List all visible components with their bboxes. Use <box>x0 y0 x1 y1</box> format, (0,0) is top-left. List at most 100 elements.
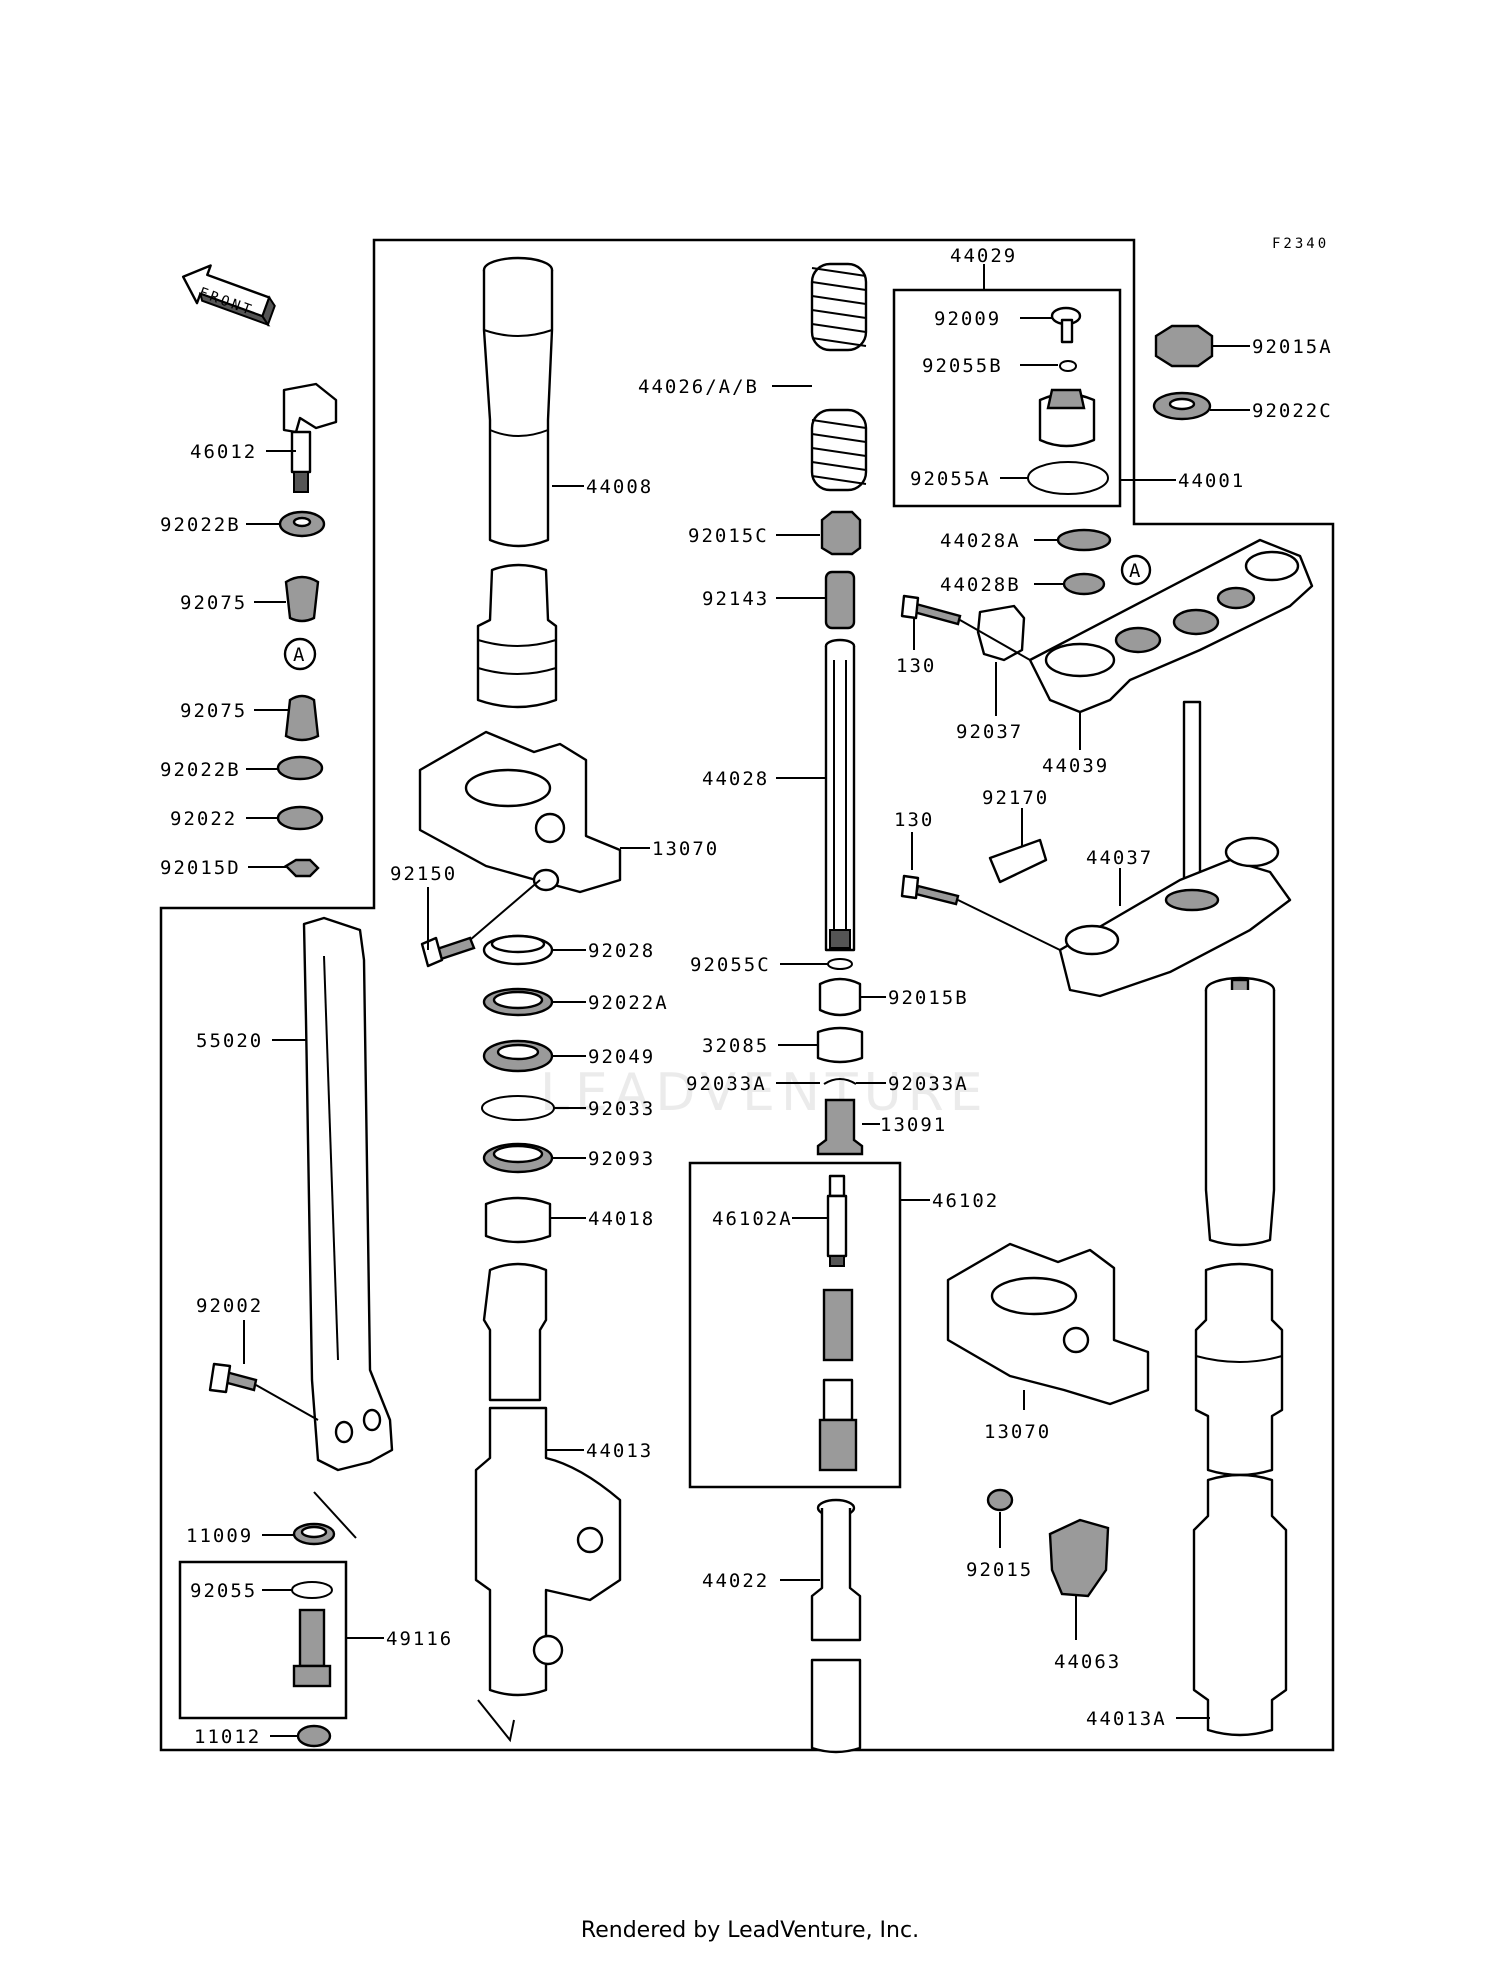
label-13070-upper: 13070 <box>652 838 719 860</box>
label-92033A-right: 92033A <box>888 1073 969 1095</box>
part-92022B-washer-2 <box>276 755 324 781</box>
label-92055: 92055 <box>190 1580 257 1602</box>
part-44018 <box>484 1196 552 1244</box>
label-92055B: 92055B <box>922 355 1003 377</box>
subassembly-49116-box <box>178 1560 348 1720</box>
part-11012-nut <box>296 1724 332 1748</box>
part-92055A-oring <box>1027 461 1109 495</box>
label-55020: 55020 <box>196 1030 263 1052</box>
part-44028A <box>1056 528 1112 552</box>
part-49116-valve <box>292 1608 332 1688</box>
label-92009: 92009 <box>934 308 1001 330</box>
part-92055B-oring <box>1059 360 1077 372</box>
label-92028: 92028 <box>588 940 655 962</box>
label-44026: 44026/A/B <box>638 376 759 398</box>
label-92033A-left: 92033A <box>686 1073 767 1095</box>
label-13070-lower: 13070 <box>984 1421 1051 1443</box>
label-46102A: 46102A <box>712 1208 793 1230</box>
label-92002: 92002 <box>196 1295 263 1317</box>
part-46102-valve <box>818 1288 858 1472</box>
label-92055C: 92055C <box>690 954 771 976</box>
figure-code: F2340 <box>1272 236 1329 252</box>
part-92170-bracket <box>988 838 1048 884</box>
label-44063: 44063 <box>1054 1651 1121 1673</box>
label-44013A: 44013A <box>1086 1708 1167 1730</box>
label-44037: 44037 <box>1086 847 1153 869</box>
part-13070-clamp-lower <box>946 1242 1150 1406</box>
part-92075-lower <box>284 694 320 742</box>
part-92022-washer <box>276 805 324 831</box>
label-130-upper: 130 <box>896 655 936 677</box>
label-92143: 92143 <box>702 588 769 610</box>
label-92015B: 92015B <box>888 987 969 1009</box>
subassembly-44029-box <box>892 288 1122 508</box>
part-44063-cap <box>1048 1518 1110 1598</box>
watermark-text: LEADVENTURE <box>540 1063 989 1123</box>
label-44028: 44028 <box>702 768 769 790</box>
part-92015D-nut <box>284 858 320 878</box>
label-44013: 44013 <box>586 1440 653 1462</box>
label-44039: 44039 <box>1042 755 1109 777</box>
label-92022B-lower: 92022B <box>160 759 241 781</box>
part-44022-cylinder <box>810 1498 862 1754</box>
label-92022: 92022 <box>170 808 237 830</box>
part-130-bolt-upper <box>900 594 962 626</box>
part-92015C-nut <box>820 510 862 556</box>
label-13091: 13091 <box>880 1114 947 1136</box>
label-92075-lower: 92075 <box>180 700 247 722</box>
label-44001: 44001 <box>1178 470 1245 492</box>
ref-a-left: A <box>293 644 306 666</box>
label-92037: 92037 <box>956 721 1023 743</box>
ref-a-right: A <box>1129 560 1142 582</box>
part-32085 <box>816 1026 864 1064</box>
label-32085: 32085 <box>702 1035 769 1057</box>
part-92015A-nut <box>1154 324 1214 368</box>
label-92075-upper: 92075 <box>180 592 247 614</box>
label-130-lower: 130 <box>894 809 934 831</box>
front-arrow-icon <box>181 264 276 327</box>
part-92002-bolt <box>208 1362 319 1421</box>
part-92037-bracket <box>976 604 1026 662</box>
subassembly-46102-box <box>688 1161 902 1489</box>
label-11012: 11012 <box>194 1726 261 1748</box>
label-44028B: 44028B <box>940 574 1021 596</box>
part-44008-tube <box>482 256 554 548</box>
part-130-bolt-lower <box>900 874 960 906</box>
label-92015D: 92015D <box>160 857 241 879</box>
part-55020-guard <box>302 916 394 1472</box>
label-92015: 92015 <box>966 1559 1033 1581</box>
part-92022B-washer <box>278 510 326 538</box>
label-92022B: 92022B <box>160 514 241 536</box>
part-44028-rod <box>824 638 856 952</box>
label-92150: 92150 <box>390 863 457 885</box>
part-44013A-fork-leg <box>1192 976 1288 1737</box>
label-49116: 49116 <box>386 1628 453 1650</box>
part-44013-slider <box>474 1262 622 1743</box>
label-44018: 44018 <box>588 1208 655 1230</box>
label-92033: 92033 <box>588 1098 655 1120</box>
part-92055-oring <box>291 1581 333 1599</box>
footer-credit: Rendered by LeadVenture, Inc. <box>580 1918 920 1943</box>
assembly-frame <box>159 238 1335 1752</box>
leader-lines <box>243 264 1250 1737</box>
label-11009: 11009 <box>186 1525 253 1547</box>
part-92075-upper <box>284 575 320 623</box>
part-92015-nut <box>986 1488 1014 1512</box>
part-44029-cap <box>1038 388 1096 448</box>
ref-a-circle-right <box>1120 554 1152 586</box>
part-44026-spring <box>810 262 868 492</box>
part-44039-upper-clamp <box>1028 538 1314 714</box>
label-44029: 44029 <box>950 245 1017 267</box>
part-13070-clamp-upper <box>418 730 622 894</box>
part-46012-shape <box>282 382 338 493</box>
label-92170: 92170 <box>982 787 1049 809</box>
label-92049: 92049 <box>588 1046 655 1068</box>
label-46102: 46102 <box>932 1190 999 1212</box>
part-labels: 46012 92022B 92075 92075 92022B 92022 92… <box>160 245 1331 1748</box>
part-92055C-oring <box>827 958 853 970</box>
label-92055A: 92055A <box>910 468 991 490</box>
label-44022: 44022 <box>702 1570 769 1592</box>
label-46012: 46012 <box>190 441 257 463</box>
part-13091 <box>816 1098 864 1156</box>
